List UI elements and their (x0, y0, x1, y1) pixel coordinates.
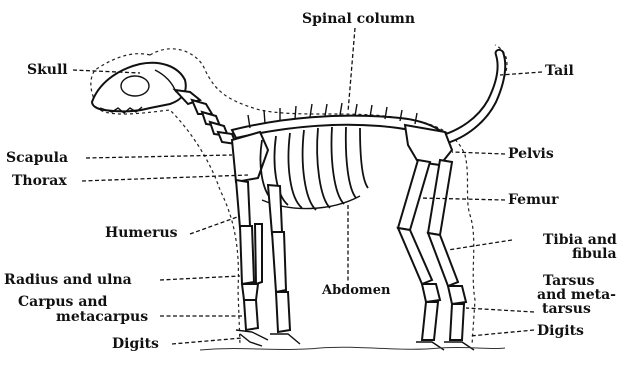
label-tibia-fibula-line2: fibula (572, 247, 617, 262)
label-tarsus-line3: tarsus (542, 302, 591, 317)
hindleg-bones (398, 160, 474, 350)
label-digits-fore: Digits (112, 337, 159, 352)
label-pelvis: Pelvis (508, 147, 554, 162)
label-femur: Femur (508, 193, 558, 208)
skull-bone (92, 63, 186, 113)
tail-bone (440, 50, 505, 144)
label-scapula: Scapula (6, 151, 68, 166)
label-digits-hind: Digits (537, 324, 584, 339)
label-carpus-line2: metacarpus (56, 310, 148, 325)
ground-line (200, 347, 505, 350)
label-spinal-column: Spinal column (302, 12, 415, 27)
scapula-bone (232, 132, 268, 182)
foreleg-bones (236, 180, 300, 346)
label-humerus: Humerus (105, 226, 178, 241)
label-skull: Skull (27, 63, 68, 78)
label-thorax: Thorax (12, 174, 67, 189)
label-abdomen: Abdomen (322, 283, 390, 298)
label-carpus-line1: Carpus and (18, 295, 107, 310)
label-radius-ulna: Radius and ulna (4, 273, 132, 288)
pelvis-bone (405, 125, 452, 165)
neck-vertebrae (175, 90, 236, 144)
label-tail: Tail (545, 64, 574, 79)
